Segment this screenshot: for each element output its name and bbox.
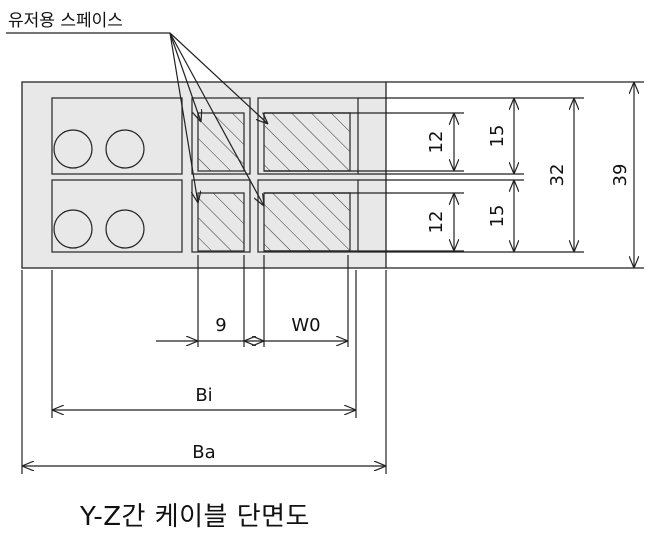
label-outer-height-top: 15 — [487, 125, 508, 148]
label-inner-height-top: 12 — [426, 131, 447, 154]
cable-cell-bottom-left — [51, 179, 183, 253]
label-w0: W0 — [291, 315, 320, 336]
callout-label: 유저용 스페이스 — [8, 11, 123, 31]
cable-cell-top-left — [51, 97, 183, 175]
label-outer-height-bottom: 15 — [487, 205, 508, 228]
figure-caption: Y-Z간 케이블 단면도 — [80, 502, 310, 532]
user-space-top-middle — [197, 112, 245, 172]
user-space-bottom-middle — [197, 192, 245, 252]
label-space-width: 9 — [215, 315, 226, 336]
extension-lines-horizontal — [264, 81, 644, 269]
callout-leaders — [169, 32, 268, 206]
user-space-top-right — [263, 112, 351, 172]
round-conductor — [105, 129, 145, 169]
label-total-outer: 39 — [610, 164, 631, 187]
label-bi: Bi — [195, 385, 212, 406]
extension-lines-vertical — [21, 255, 387, 474]
round-conductor — [53, 209, 93, 249]
round-conductor — [105, 209, 145, 249]
label-total-inner: 32 — [547, 164, 568, 187]
user-space-bottom-right — [263, 192, 351, 252]
label-inner-height-bottom: 12 — [426, 211, 447, 234]
label-ba: Ba — [192, 442, 215, 463]
round-conductor — [53, 129, 93, 169]
